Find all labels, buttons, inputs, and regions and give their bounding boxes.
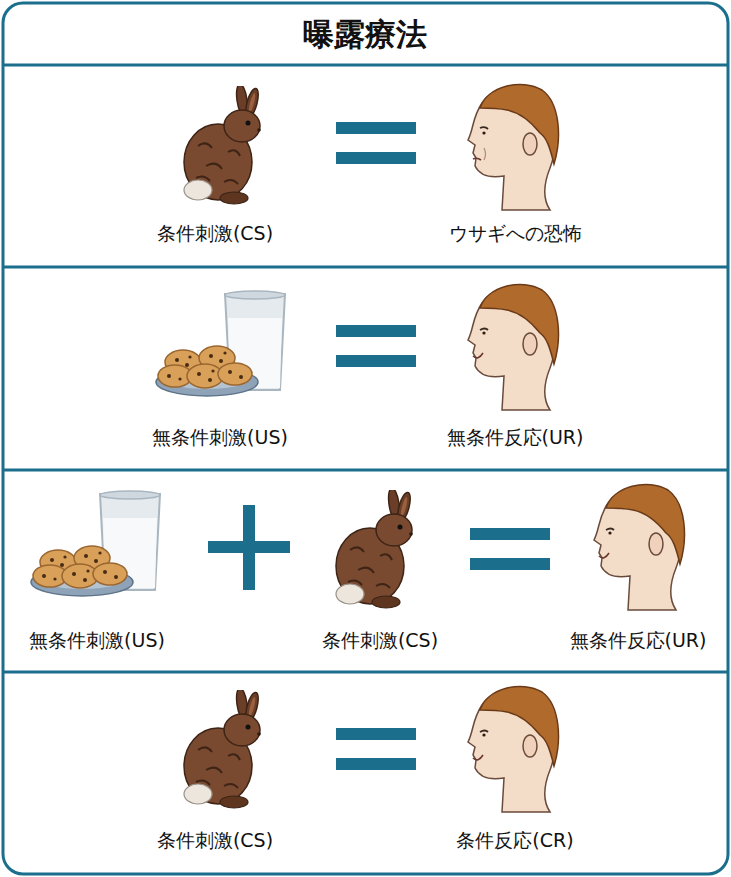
face-picture	[594, 484, 684, 610]
rabbit-picture	[184, 83, 261, 204]
plus-sign	[208, 505, 290, 590]
equals-sign	[470, 528, 550, 570]
picture-label: 無条件刺激(US)	[29, 629, 165, 652]
equals-sign	[336, 122, 416, 164]
face-picture	[468, 284, 558, 410]
outer-frame	[3, 3, 728, 874]
face-picture	[468, 84, 558, 210]
equals-sign	[336, 728, 416, 770]
picture-label: 無条件刺激(US)	[152, 426, 288, 449]
picture-label: 無条件反応(UR)	[570, 629, 707, 652]
cookies-milk-picture	[156, 291, 285, 396]
rabbit-picture	[336, 487, 413, 608]
row-dividers	[3, 65, 728, 672]
picture-label: 無条件反応(UR)	[447, 426, 584, 449]
equals-sign	[336, 325, 416, 367]
picture-label: 条件反応(CR)	[456, 829, 573, 852]
picture-label: 条件刺激(CS)	[157, 222, 273, 245]
rabbit-picture	[184, 687, 261, 808]
picture-label: ウサギへの恐怖	[449, 222, 582, 245]
picture-label: 条件刺激(CS)	[157, 829, 273, 852]
diagram-title: 曝露療法	[303, 16, 427, 53]
cookies-milk-picture	[31, 491, 160, 596]
picture-label: 条件刺激(CS)	[322, 629, 438, 652]
face-picture	[468, 686, 558, 812]
